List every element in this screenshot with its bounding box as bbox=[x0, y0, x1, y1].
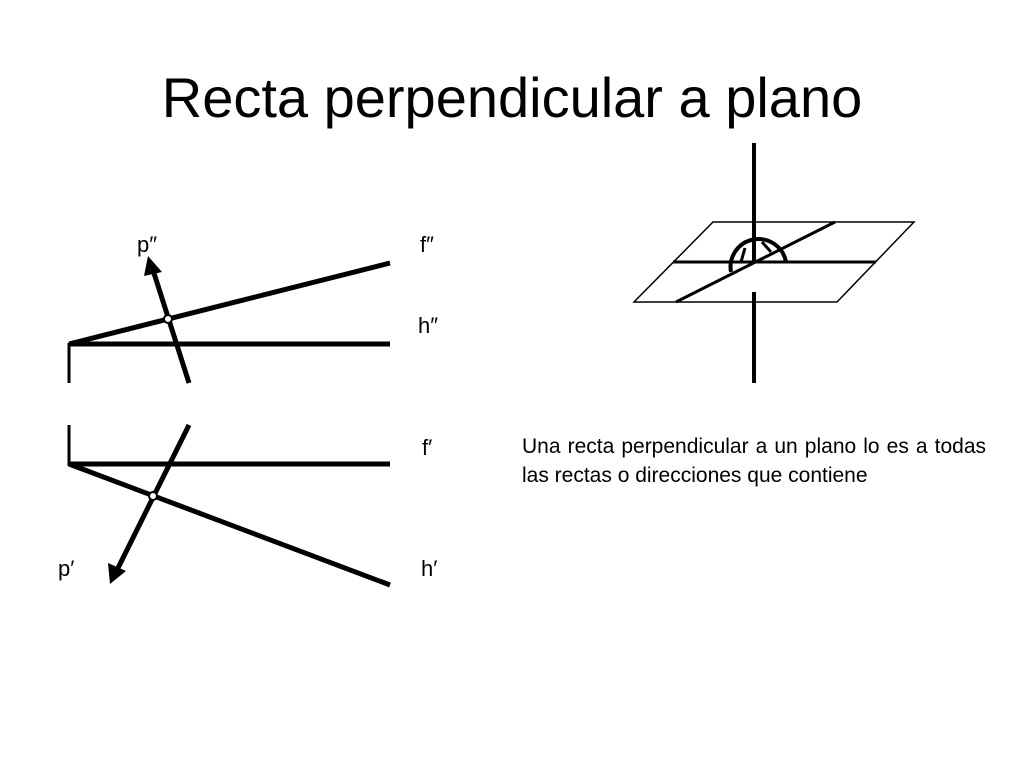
label-p-horizontal: p′ bbox=[58, 556, 74, 581]
plane-line-diagonal bbox=[675, 220, 836, 304]
line-p-vertical bbox=[150, 269, 192, 384]
label-f-vertical: f″ bbox=[420, 232, 434, 257]
arrow-p-horizontal-icon bbox=[108, 563, 126, 584]
label-f-horizontal: f′ bbox=[422, 435, 432, 460]
label-p-vertical: p″ bbox=[137, 232, 157, 257]
right-angle-arc-icon bbox=[728, 237, 788, 273]
vertical-projection: p″ f″ h″ bbox=[67, 232, 438, 384]
right-angle-mark-a bbox=[739, 247, 747, 263]
intersection-point-horizontal bbox=[148, 491, 158, 501]
explanation-text: Una recta perpendicular a un plano lo es… bbox=[522, 435, 986, 487]
right-angle-mark-b bbox=[760, 240, 773, 254]
horizontal-projection: f′ p′ h′ bbox=[58, 423, 437, 588]
trace-f-vertical bbox=[68, 260, 391, 347]
trace-h-horizontal bbox=[68, 461, 391, 588]
arrow-p-vertical-icon bbox=[144, 256, 162, 276]
label-h-horizontal: h′ bbox=[421, 556, 437, 581]
plane-parallelogram bbox=[632, 221, 916, 303]
slide-title: Recta perpendicular a plano bbox=[161, 66, 863, 129]
perspective-sketch bbox=[632, 143, 916, 383]
label-h-vertical: h″ bbox=[418, 313, 438, 338]
intersection-point-vertical bbox=[163, 314, 173, 324]
